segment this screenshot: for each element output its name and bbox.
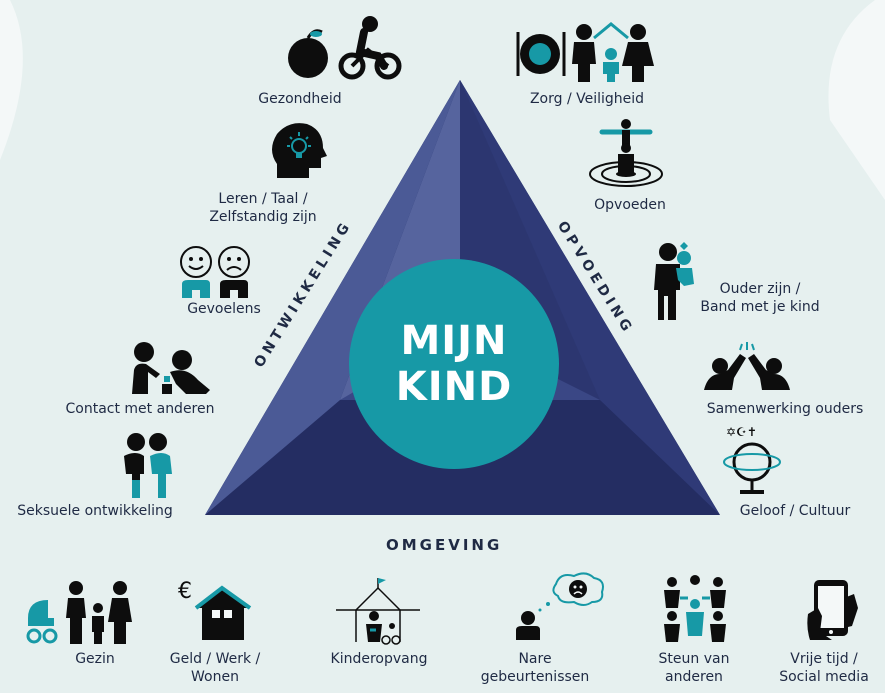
center-circle bbox=[349, 259, 559, 469]
label-gevoelens: Gevoelens bbox=[187, 301, 261, 317]
high-five-icon bbox=[704, 342, 790, 390]
label-leren: Leren / Taal / Zelfstandig zijn bbox=[209, 191, 317, 225]
label-gezin: Gezin bbox=[75, 651, 115, 667]
label-nare: Nare gebeurtenissen bbox=[480, 651, 590, 685]
label-kinderopvang: Kinderopvang bbox=[330, 651, 428, 667]
center-title-line2: KIND bbox=[395, 364, 513, 410]
label-samenwerking: Samenwerking ouders bbox=[706, 401, 864, 417]
label-ouder: Ouder zijn / Band met je kind bbox=[700, 281, 820, 315]
family-stroller-icon bbox=[26, 581, 132, 644]
center-title-line1: MIJN bbox=[400, 318, 508, 364]
daycare-icon bbox=[336, 578, 420, 645]
label-gezondheid: Gezondheid bbox=[258, 91, 342, 107]
svg-text:€: € bbox=[178, 579, 192, 604]
children-playing-icon bbox=[132, 342, 210, 394]
svg-text:✡☪✝: ✡☪✝ bbox=[726, 425, 757, 439]
label-geloof: Geloof / Cultuur bbox=[739, 503, 851, 519]
label-seksuele: Seksuele ontwikkeling bbox=[17, 503, 173, 519]
label-zorg: Zorg / Veiligheid bbox=[529, 91, 645, 107]
couple-icon bbox=[124, 433, 172, 498]
apple-bicycle-icon bbox=[288, 16, 402, 80]
hand-phone-icon bbox=[807, 580, 858, 640]
head-lightbulb-icon bbox=[272, 123, 327, 178]
label-steun: Steun van anderen bbox=[658, 651, 730, 685]
sad-thought-icon bbox=[516, 572, 604, 640]
label-vrije-tijd: Vrije tijd / Social media bbox=[779, 651, 869, 685]
euro-house-icon: € bbox=[178, 579, 252, 640]
center-title: MIJN KIND bbox=[354, 318, 554, 410]
label-geld: Geld / Werk / Wonen bbox=[169, 651, 261, 685]
label-opvoeden: Opvoeden bbox=[594, 197, 666, 213]
globe-religion-icon: ✡☪✝ bbox=[723, 425, 781, 494]
figure-on-target-icon bbox=[589, 119, 663, 187]
happy-sad-faces-icon bbox=[180, 246, 250, 298]
label-contact: Contact met anderen bbox=[65, 401, 215, 417]
plate-family-roof-icon bbox=[516, 22, 654, 82]
parent-holding-child-icon bbox=[654, 242, 694, 320]
group-support-icon bbox=[664, 575, 726, 642]
side-title-bottom: OMGEVING bbox=[386, 536, 503, 554]
